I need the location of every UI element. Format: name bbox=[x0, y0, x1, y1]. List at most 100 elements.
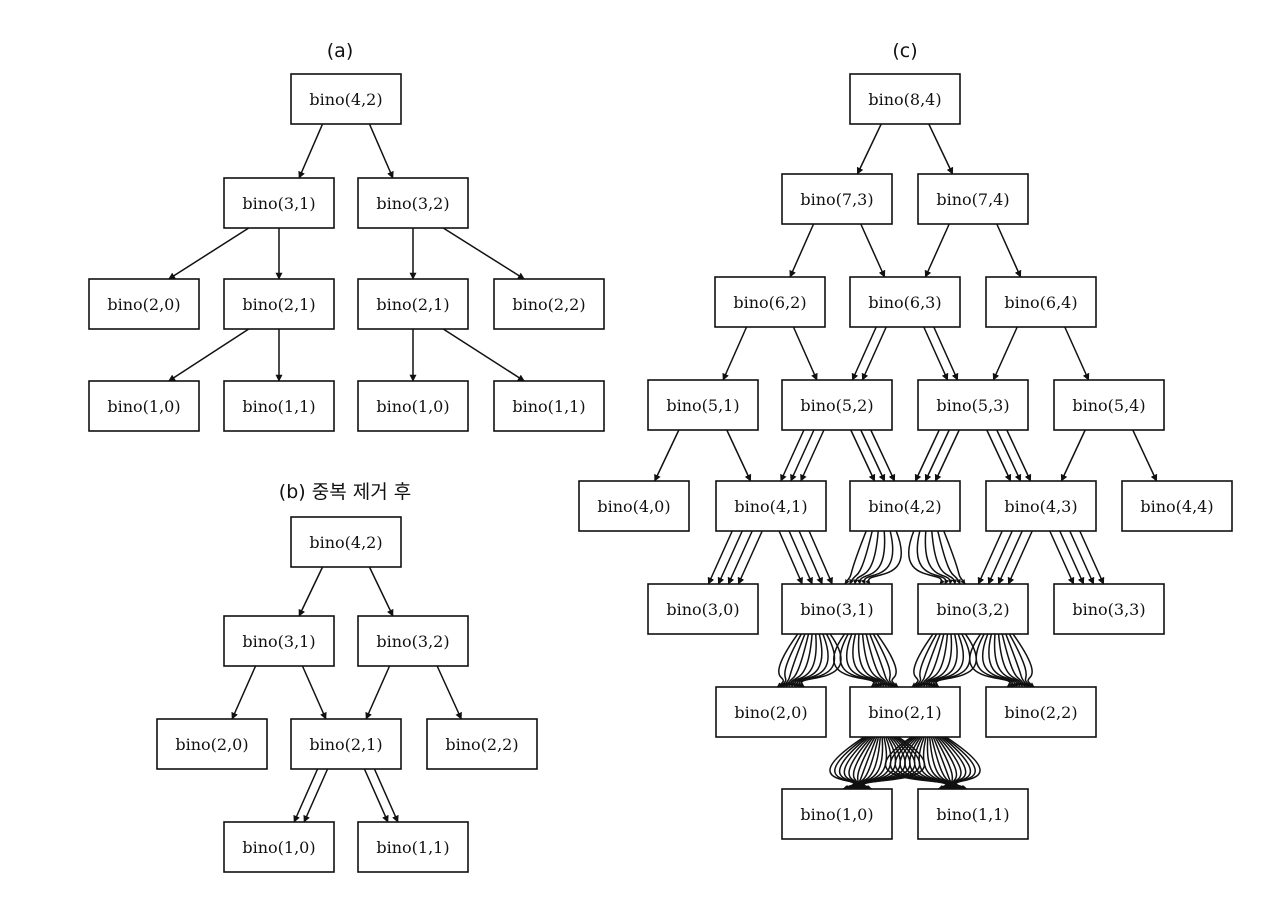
tree-node: bino(4,0) bbox=[578, 480, 690, 532]
tree-node: bino(2,1) bbox=[290, 718, 402, 770]
node-box bbox=[1053, 379, 1165, 431]
tree-node: bino(4,2) bbox=[290, 516, 402, 568]
node-box bbox=[985, 480, 1097, 532]
node-box bbox=[917, 379, 1029, 431]
node-box bbox=[156, 718, 268, 770]
node-box bbox=[493, 278, 605, 330]
panel-c-tree: bino(8,4)bino(7,3)bino(7,4)bino(6,2)bino… bbox=[578, 73, 1233, 840]
edge bbox=[865, 633, 890, 688]
edge bbox=[717, 530, 743, 585]
edge bbox=[907, 530, 945, 585]
edge bbox=[231, 665, 257, 720]
panel-a-nodes: bino(4,2)bino(3,1)bino(3,2)bino(2,0)bino… bbox=[88, 73, 605, 432]
edge bbox=[975, 633, 1016, 688]
node-label: bino(8,4) bbox=[868, 90, 941, 109]
node-label: bino(5,1) bbox=[666, 396, 739, 415]
tree-node: bino(2,2) bbox=[985, 686, 1097, 738]
node-box bbox=[917, 173, 1029, 225]
edge bbox=[924, 429, 950, 482]
edge bbox=[844, 530, 867, 585]
node-label: bino(1,1) bbox=[512, 397, 585, 416]
panel-b-nodes: bino(4,2) bino(3,1) bino(3,2) bino(2,0) bino… bbox=[156, 516, 538, 873]
edge bbox=[872, 633, 896, 688]
tree-node: bino(7,4) bbox=[917, 173, 1029, 225]
node-box bbox=[290, 516, 402, 568]
node-label: bino(2,0) bbox=[107, 295, 180, 314]
node-label: bino(2,1) bbox=[376, 295, 449, 314]
tree-node: bino(5,2) bbox=[781, 379, 893, 431]
panel-c-nodes: bino(8,4)bino(7,3)bino(7,4)bino(6,2)bino… bbox=[578, 73, 1233, 840]
edge bbox=[861, 326, 887, 381]
node-box bbox=[357, 821, 469, 873]
edge bbox=[722, 326, 748, 381]
panel-a-title: (a) bbox=[327, 40, 353, 62]
edge bbox=[1079, 530, 1105, 585]
edge bbox=[987, 530, 1013, 585]
node-label: bino(3,1) bbox=[242, 194, 315, 213]
edge bbox=[992, 326, 1018, 381]
node-label: bino(2,1) bbox=[242, 295, 315, 314]
edge bbox=[996, 429, 1022, 482]
node-box bbox=[1053, 583, 1165, 635]
edge bbox=[1060, 429, 1086, 482]
node-label: bino(2,0) bbox=[734, 703, 807, 722]
edge bbox=[293, 768, 319, 823]
node-label: bino(7,4) bbox=[936, 190, 1009, 209]
node-box bbox=[917, 788, 1029, 840]
tree-node: bino(7,3) bbox=[781, 173, 893, 225]
edge bbox=[857, 633, 887, 688]
node-label: bino(3,2) bbox=[936, 600, 1009, 619]
edge bbox=[303, 768, 329, 823]
node-box bbox=[578, 480, 690, 532]
edge bbox=[1049, 530, 1075, 585]
edge bbox=[997, 530, 1023, 585]
node-box bbox=[714, 276, 826, 328]
edge bbox=[368, 123, 394, 179]
tree-node: bino(8,4) bbox=[849, 73, 961, 125]
edge bbox=[870, 429, 896, 482]
edge bbox=[914, 429, 940, 482]
tree-node: bino(3,0) bbox=[647, 583, 759, 635]
node-box bbox=[357, 278, 469, 330]
tree-node: bino(6,4) bbox=[985, 276, 1097, 328]
node-label: bino(1,0) bbox=[800, 805, 873, 824]
edge bbox=[1012, 633, 1035, 688]
edge bbox=[924, 223, 950, 278]
node-box bbox=[357, 380, 469, 432]
tree-node: bino(1,1) bbox=[357, 821, 469, 873]
tree-node: bino(3,1) bbox=[223, 177, 335, 229]
node-label: bino(2,2) bbox=[512, 295, 585, 314]
tree-node: bino(2,0) bbox=[88, 278, 200, 330]
tree-node: bino(6,3) bbox=[849, 276, 961, 328]
node-label: bino(4,1) bbox=[734, 497, 807, 516]
edge bbox=[798, 530, 823, 585]
edge bbox=[1132, 429, 1158, 482]
edge bbox=[853, 530, 879, 585]
edge bbox=[865, 530, 903, 585]
edge bbox=[1005, 633, 1029, 688]
tree-node: bino(5,3) bbox=[917, 379, 1029, 431]
edge bbox=[168, 227, 250, 280]
node-box bbox=[781, 173, 893, 225]
edge bbox=[368, 566, 394, 617]
tree-node: bino(1,0) bbox=[88, 380, 200, 432]
panel-c-title: (c) bbox=[892, 40, 917, 62]
edge bbox=[937, 530, 961, 585]
edge bbox=[943, 530, 966, 585]
node-label: bino(4,2) bbox=[868, 497, 941, 516]
tree-node: bino(3,1) bbox=[223, 615, 335, 667]
node-box bbox=[781, 379, 893, 431]
node-label: bino(3,2) bbox=[376, 632, 449, 651]
node-label: bino(5,4) bbox=[1072, 396, 1145, 415]
panel-a-tree: bino(4,2)bino(3,1)bino(3,2)bino(2,0)bino… bbox=[88, 73, 605, 432]
edge bbox=[1008, 633, 1032, 688]
edge bbox=[792, 326, 818, 381]
edge bbox=[788, 530, 813, 585]
edge bbox=[869, 633, 893, 688]
tree-node: bino(1,0) bbox=[781, 788, 893, 840]
edge bbox=[933, 326, 959, 381]
node-label: bino(5,2) bbox=[800, 396, 873, 415]
edge bbox=[856, 530, 886, 585]
node-label: bino(2,0) bbox=[175, 735, 248, 754]
edge bbox=[298, 123, 324, 179]
